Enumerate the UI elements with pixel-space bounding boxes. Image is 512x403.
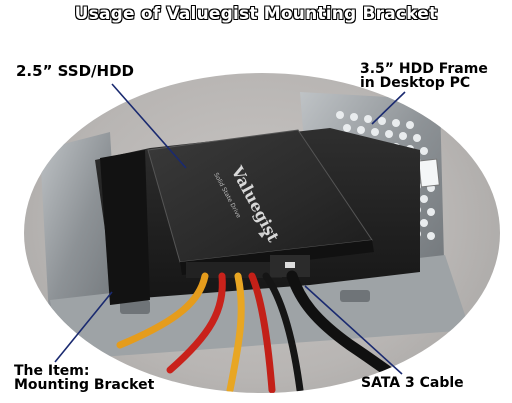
pointer-lines [54,83,406,375]
sata-power-connector [186,262,282,278]
power-cable [116,272,304,393]
label-item-line2: Mounting Bracket [14,377,155,393]
label-mounting-bracket: The Item: Mounting Bracket [14,364,154,392]
pointer-hdd-frame [371,91,406,125]
label-hdd-line1: 3.5” HDD Frame [360,61,488,77]
page-title: Usage of Valuegist Mounting Bracket [74,4,438,24]
label-hdd-frame: 3.5” HDD Frame in Desktop PC [360,62,488,90]
pointer-bracket [54,291,113,363]
label-sata-cable: SATA 3 Cable [361,376,464,391]
label-hdd-line2: in Desktop PC [360,75,471,91]
label-ssd: 2.5” SSD/HDD [16,64,134,79]
label-sata-text: SATA 3 Cable [361,375,464,391]
label-ssd-text: 2.5” SSD/HDD [16,62,134,80]
pointer-ssd [111,83,187,169]
label-item-line1: The Item: [14,363,90,379]
pointer-sata [304,285,403,375]
